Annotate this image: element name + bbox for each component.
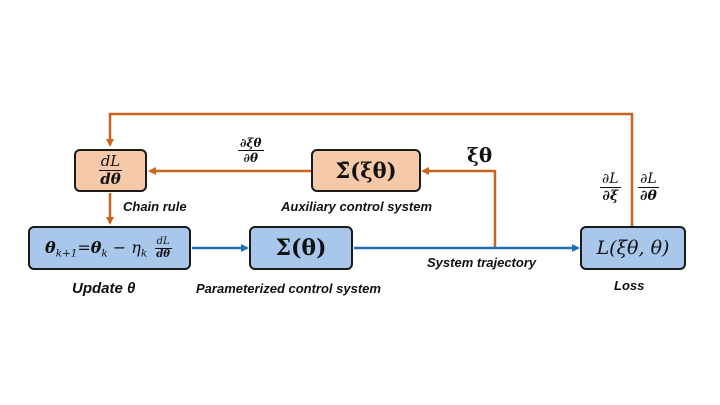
chain-rule-denominator: dθ (100, 170, 121, 188)
update-mid-sub: k (101, 247, 108, 260)
update-equation: θk+1=θk − ηk dL dθ (45, 235, 174, 260)
update-lhs: θ (45, 237, 56, 257)
aux-system-text: Σ̄(ξθ) (335, 158, 397, 183)
loss-caption: Loss (614, 278, 645, 293)
update-mid: θ (90, 237, 102, 257)
chain-rule-fraction: dL dθ (98, 154, 123, 187)
loss-grad-theta-label: ∂L ∂θ (636, 172, 661, 203)
update-minus-eta: − η (107, 237, 141, 257)
loss-grad-xi-fraction: ∂L ∂ξ (600, 172, 621, 203)
update-eta-sub: k (140, 247, 148, 260)
system-trajectory-label: System trajectory (427, 255, 537, 270)
loss-text: L(ξθ, θ) (596, 237, 670, 259)
param-system-text: Σ(θ) (275, 235, 327, 261)
loss-grad-xi-label: ∂L ∂ξ (598, 172, 623, 203)
aux-to-chain-num: ∂ξθ (238, 136, 264, 151)
aux-system-box: Σ̄(ξθ) (311, 149, 421, 192)
update-fraction: dL dθ (154, 235, 172, 260)
param-system-caption: Parameterized control system (196, 281, 381, 296)
loss-box: L(ξθ, θ) (580, 226, 686, 270)
aux-to-chain-label: ∂ξθ ∂θ (236, 137, 266, 164)
loss-grad-xi-den: ∂ξ (602, 188, 619, 204)
trajectory-to-aux-arrow (421, 167, 497, 248)
chain-rule-caption: Chain rule (123, 199, 187, 214)
update-lhs-sub: k+1 (55, 247, 78, 260)
trajectory-xi-label: ξθ (467, 143, 493, 167)
aux-to-chain-den: ∂θ (243, 151, 258, 165)
loss-grad-theta-fraction: ∂L ∂θ (638, 172, 659, 203)
chain-rule-numerator: dL (98, 152, 123, 171)
loss-grad-theta-den: ∂θ (640, 188, 657, 204)
aux-system-caption: Auxiliary control system (281, 199, 432, 214)
aux-to-chain-fraction: ∂ξθ ∂θ (238, 137, 264, 164)
chain-rule-box: dL dθ (74, 149, 147, 192)
update-frac-den: dθ (156, 248, 170, 260)
loss-grad-theta-num: ∂L (638, 171, 659, 188)
update-caption: Update θ (72, 280, 136, 297)
param-system-box: Σ(θ) (249, 226, 353, 270)
update-eq: = (77, 237, 91, 257)
loss-grad-xi-num: ∂L (600, 171, 621, 188)
loss-to-chain-rule-arrow (106, 112, 634, 227)
update-box: θk+1=θk − ηk dL dθ (28, 226, 191, 270)
update-frac-num: dL (154, 235, 172, 249)
